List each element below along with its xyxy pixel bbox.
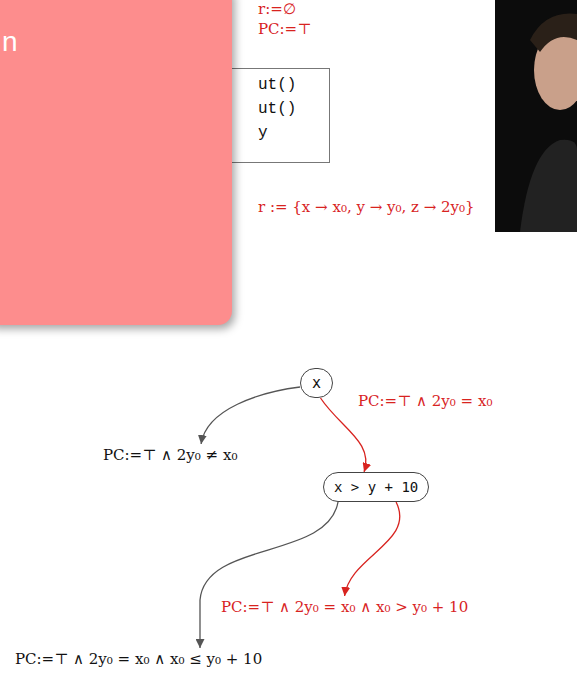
path-condition-init: PC:=⊤ [258,20,311,38]
node-text: PC:=⊤ ∧ 2y₀ ≠ x₀ [103,446,237,464]
path-condition: PC:=⊤ ∧ 2y₀ = x₀ ∧ x₀ > y₀ + 10 [218,596,471,618]
photo-shoulder [520,140,577,232]
photo-hair [530,14,577,52]
branch-node: x [300,368,333,398]
state-store: r:=∅ [258,0,296,18]
node-text: n [2,26,18,58]
photo-ground [495,0,577,232]
symbolic-store: r := {x → x₀, y → y₀, z → 2y₀} [258,198,475,216]
edge-label: PC:=⊤ ∧ 2y₀ = x₀ [356,392,494,410]
path-condition: PC:=⊤ ∧ 2y₀ = x₀ ∧ x₀ ≤ y₀ + 10 [12,648,265,670]
node-text: ut() [258,73,329,97]
node-text: x [312,374,321,392]
transition-arrow [200,502,338,648]
transition-arrow [345,502,400,596]
code-box: ut()ut()y [215,68,330,163]
node-text: ut() [258,97,329,121]
node-text: x > y + 10 [334,479,418,495]
branch-node: x > y + 10 [323,472,429,502]
path-condition: PC:=⊤ ∧ 2y₀ ≠ x₀ [100,444,240,466]
transition-arrow [201,387,300,444]
node-text: y [258,121,329,145]
node-text: PC:=⊤ ∧ 2y₀ = x₀ ∧ x₀ ≤ y₀ + 10 [15,650,262,668]
slide-panel: n [0,0,232,325]
node-text: PC:=⊤ ∧ 2y₀ = x₀ ∧ x₀ > y₀ + 10 [221,598,468,616]
